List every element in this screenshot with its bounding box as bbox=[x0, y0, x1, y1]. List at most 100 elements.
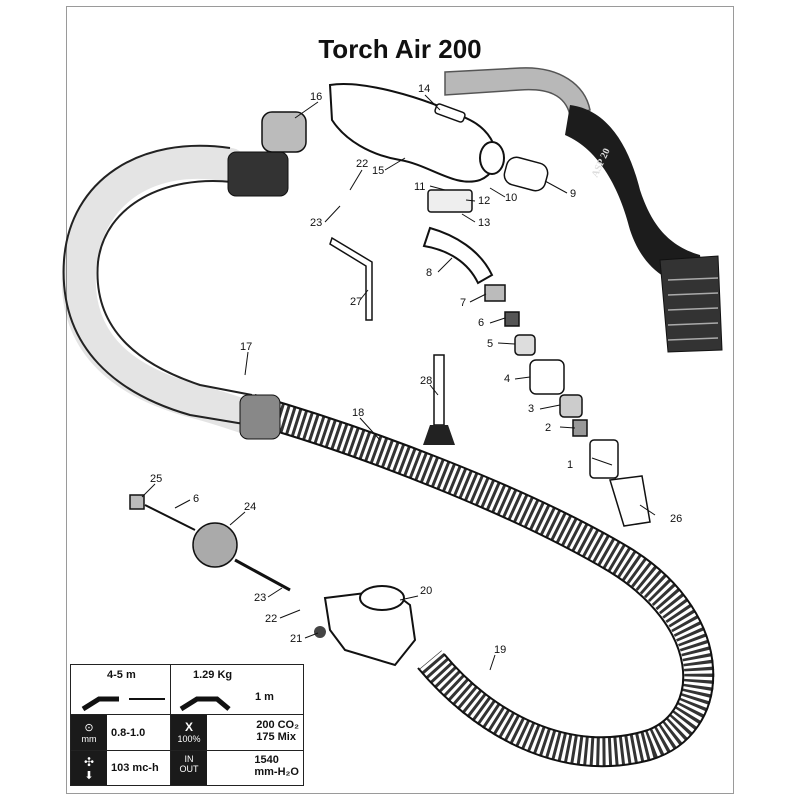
callout-21: 21 bbox=[290, 633, 302, 645]
cable-sleeve-outline-inner bbox=[96, 180, 253, 396]
callout-23a: 23 bbox=[310, 217, 322, 229]
consumable-3 bbox=[559, 394, 583, 418]
callout-22b: 22 bbox=[265, 613, 277, 625]
spec-duty-mix: 175 Mix bbox=[256, 731, 296, 743]
consumable-6 bbox=[504, 311, 520, 327]
spec-duty-co2: 200 CO₂ bbox=[256, 719, 299, 731]
callout-4: 4 bbox=[504, 373, 510, 385]
leader-lines bbox=[141, 94, 656, 671]
neck-port bbox=[479, 141, 505, 175]
sleeve-coil-top bbox=[227, 151, 289, 197]
callout-3: 3 bbox=[528, 403, 534, 415]
sleeve-coil-bottom bbox=[239, 394, 281, 440]
corrugated-hose-edge-a bbox=[254, 394, 715, 768]
spec-duty-icon: X bbox=[184, 720, 193, 734]
spec-row-wire-duty: ⊙ mm 0.8-1.0 X 100% 200 CO₂ 175 Mix bbox=[71, 715, 303, 751]
spec-pressure-value: 1540 bbox=[254, 754, 279, 766]
corrugated-hose bbox=[250, 395, 715, 767]
callout-6a: 6 bbox=[478, 317, 484, 329]
rear-pin bbox=[129, 494, 145, 510]
torch-body bbox=[565, 105, 705, 290]
rear-wire bbox=[144, 504, 196, 531]
callout-15: 15 bbox=[372, 165, 384, 177]
diagram-frame bbox=[66, 6, 734, 794]
nut-part bbox=[261, 111, 307, 153]
callout-11: 11 bbox=[414, 181, 425, 193]
wire-diameter-icon: ⊙ mm bbox=[71, 715, 107, 750]
consumable-5 bbox=[514, 334, 536, 356]
callout-1: 1 bbox=[567, 459, 573, 471]
callout-20: 20 bbox=[420, 585, 432, 597]
consumable-7 bbox=[484, 284, 506, 302]
spec-duty-values: 200 CO₂ 175 Mix bbox=[256, 719, 299, 743]
spec-duty-cell: X 100% 200 CO₂ 175 Mix bbox=[171, 715, 303, 750]
consumable-4 bbox=[529, 359, 565, 395]
spec-length-cell: 4-5 m bbox=[71, 665, 171, 714]
spec-pressure-values: 1540 mm-H₂O bbox=[254, 754, 299, 778]
ring-part bbox=[503, 156, 549, 192]
spec-pressure-in: IN bbox=[184, 754, 194, 764]
callout-28: 28 bbox=[420, 375, 432, 387]
consumable-1 bbox=[589, 439, 619, 479]
spec-pressure-unit: mm-H₂O bbox=[254, 766, 299, 778]
callout-13: 13 bbox=[478, 217, 490, 229]
spec-wire-range: 0.8-1.0 bbox=[111, 726, 146, 739]
diagram-title: Torch Air 200 bbox=[318, 34, 482, 64]
callout-8: 8 bbox=[426, 267, 432, 279]
callout-7: 7 bbox=[460, 297, 466, 309]
spec-length: 4-5 m bbox=[107, 669, 136, 681]
torch-handle-ribs bbox=[667, 277, 719, 341]
callout-17: 17 bbox=[240, 341, 252, 353]
spec-airflow-cell: ✣ ⬇ 103 mc-h bbox=[71, 751, 171, 785]
gauge-cone bbox=[423, 425, 455, 445]
spec-row-air-pressure: ✣ ⬇ 103 mc-h IN OUT 1540 mm-H₂O bbox=[71, 751, 303, 785]
rear-lead bbox=[234, 558, 291, 592]
callout-19: 19 bbox=[494, 644, 506, 656]
callout-5: 5 bbox=[487, 338, 493, 350]
cable-length-icon bbox=[81, 696, 165, 712]
handle-part bbox=[422, 226, 494, 285]
duty-cycle-icon: X 100% bbox=[171, 715, 207, 750]
spec-airflow: 103 mc-h bbox=[111, 762, 159, 774]
spec-weight-cell: 1.29 Kg 1 m bbox=[171, 665, 303, 714]
cable-sleeve bbox=[61, 144, 277, 437]
callout-18: 18 bbox=[352, 407, 364, 419]
corrugated-hose-edge-b bbox=[254, 424, 685, 739]
callout-22a: 22 bbox=[356, 158, 368, 170]
spec-pressure-out: OUT bbox=[179, 764, 199, 774]
callout-27: 27 bbox=[350, 296, 362, 308]
spec-panel: 4-5 m 1.29 Kg 1 m ⊙ mm 0.8-1.0 X 100% bbox=[70, 664, 304, 786]
spec-row-length-weight: 4-5 m 1.29 Kg 1 m bbox=[71, 665, 303, 715]
rear-connector bbox=[192, 522, 238, 568]
gauge-part bbox=[433, 354, 445, 426]
nozzle-part bbox=[609, 475, 651, 527]
callout-9: 9 bbox=[570, 188, 576, 200]
gooseneck-pipe bbox=[444, 67, 591, 116]
spec-wire-cell: ⊙ mm 0.8-1.0 bbox=[71, 715, 171, 750]
torch-weight-icon bbox=[179, 696, 231, 712]
neck-body bbox=[328, 83, 497, 183]
callout-23b: 23 bbox=[254, 592, 266, 604]
callout-24: 24 bbox=[244, 501, 256, 513]
switch-part bbox=[427, 189, 473, 213]
pressure-icon: IN OUT bbox=[171, 751, 207, 785]
callout-14: 14 bbox=[418, 83, 430, 95]
trigger-part bbox=[434, 103, 466, 123]
rear-screw bbox=[314, 626, 326, 638]
wrench-part bbox=[329, 236, 373, 321]
callout-26: 26 bbox=[670, 513, 682, 525]
spec-pressure-cell: IN OUT 1540 mm-H₂O bbox=[171, 751, 303, 785]
callout-12: 12 bbox=[478, 195, 490, 207]
consumable-2 bbox=[572, 419, 588, 437]
callout-25: 25 bbox=[150, 473, 162, 485]
callout-10: 10 bbox=[505, 192, 517, 204]
spec-weight-length: 1 m bbox=[255, 691, 274, 703]
spec-weight: 1.29 Kg bbox=[193, 669, 233, 681]
spec-wire-unit: mm bbox=[81, 734, 97, 744]
rear-port bbox=[359, 585, 405, 611]
callout-16: 16 bbox=[310, 91, 322, 103]
airflow-icon: ✣ ⬇ bbox=[71, 751, 107, 785]
callout-2: 2 bbox=[545, 422, 551, 434]
cable-sleeve-outline bbox=[62, 144, 251, 426]
